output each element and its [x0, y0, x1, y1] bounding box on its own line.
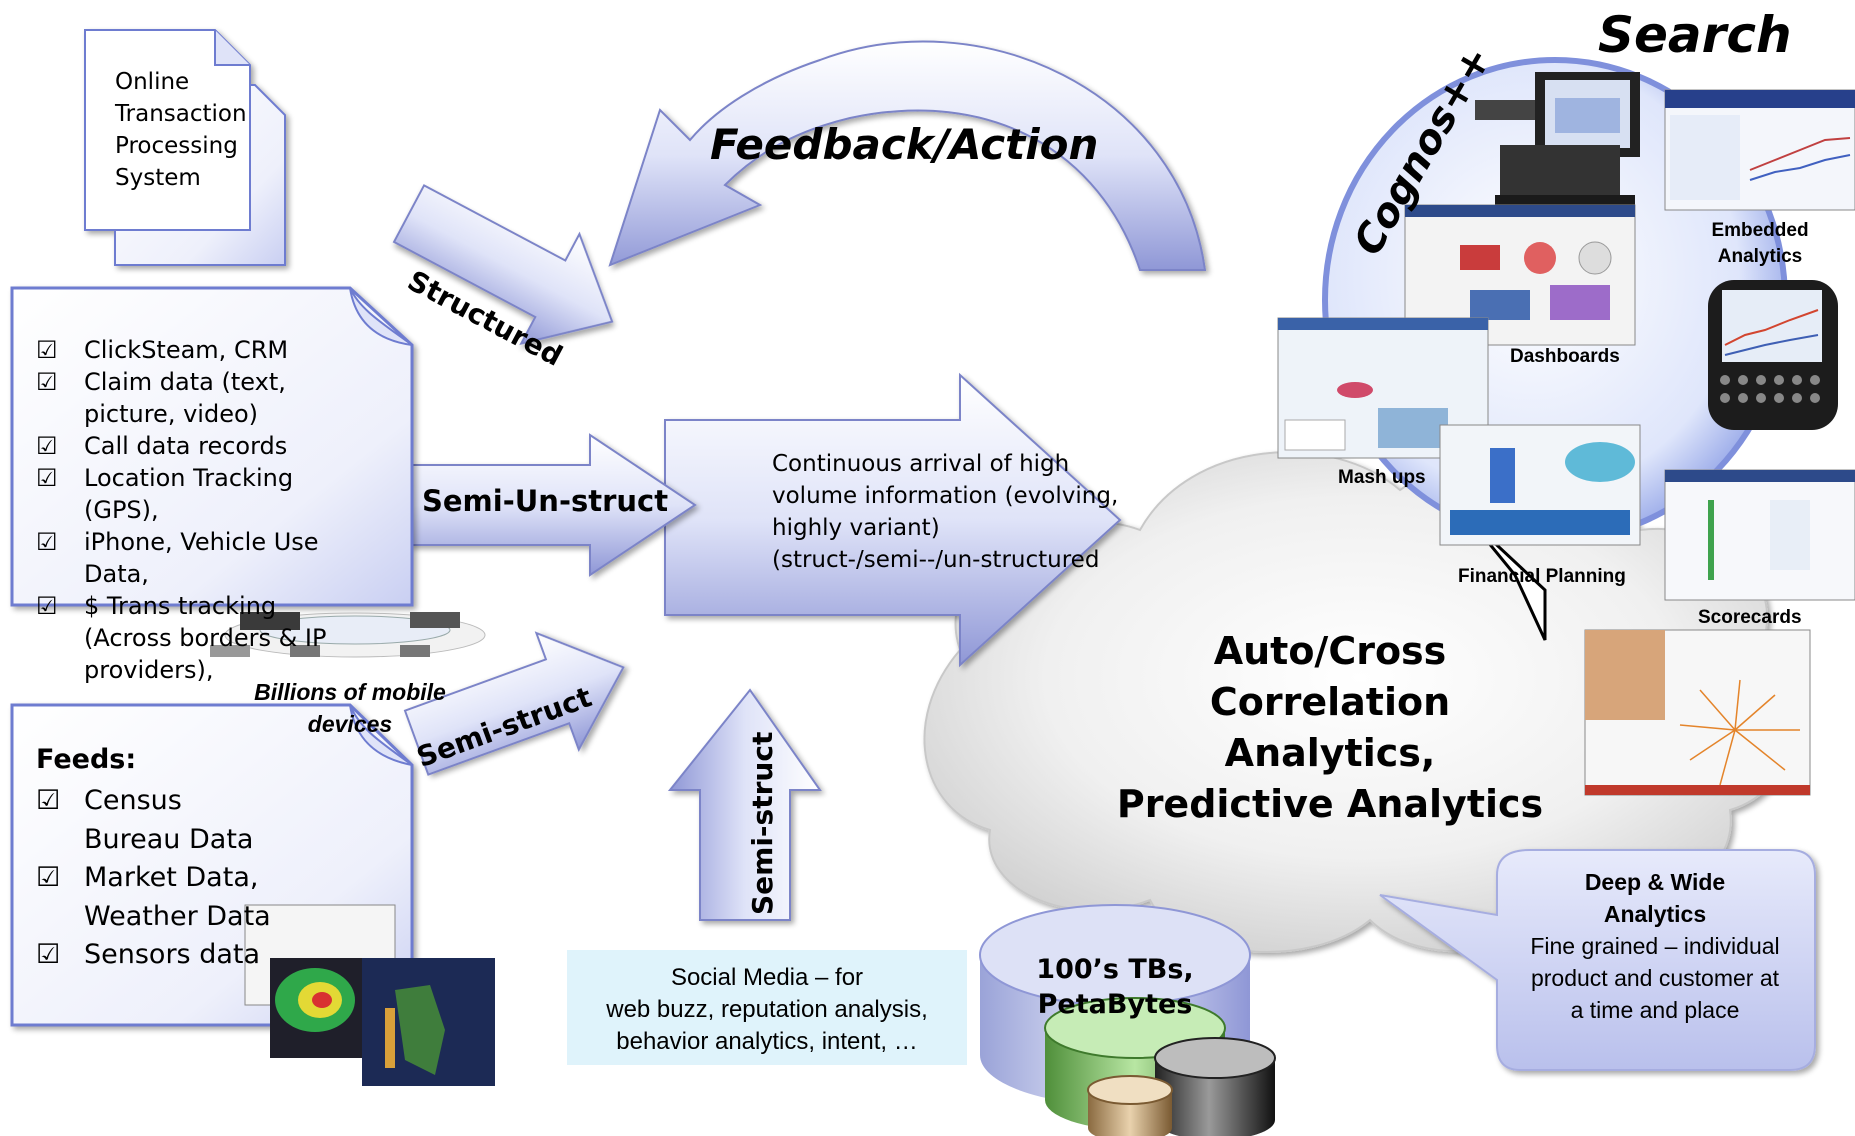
oltp-line: Online [115, 69, 190, 95]
semi-struct-left-arrow [403, 631, 625, 776]
feeds-checklist: Census Bureau Data Market Data, Weather … [36, 782, 281, 975]
storage-label: 100’s TBs, PetaBytes [1035, 952, 1195, 1022]
network-graph-image [1584, 629, 1811, 796]
source-item: iPhone, Vehicle Use Data, [36, 526, 366, 590]
stream-line: highly variant) [772, 515, 940, 541]
semi-struct-bottom-label: Semi-struct [746, 731, 779, 915]
cloud-line: Predictive Analytics [1116, 782, 1544, 826]
mobile-devices-caption: Billions of mobile devices [254, 679, 446, 737]
stream-line: Continuous arrival of high [772, 451, 1070, 477]
semi-un-struct-label: Semi-Un-struct [422, 484, 669, 518]
source-item: Location Tracking (GPS), [36, 462, 366, 526]
oltp-line: Processing [115, 133, 238, 159]
source-item: ClickSteam, CRM [36, 334, 366, 366]
semi-struct-bottom-arrow [667, 688, 822, 921]
social-media-box [567, 950, 967, 1065]
stream-arrow [664, 372, 1122, 668]
semi-un-struct-arrow [409, 433, 697, 577]
storage-line: PetaBytes [1037, 989, 1193, 1020]
financial-planning-image [1439, 424, 1641, 546]
deep-wide-text: Deep & Wide Analytics Fine grained – ind… [1500, 866, 1810, 1026]
feeds-title: Feeds: [36, 744, 137, 775]
embedded-line: Embedded [1711, 220, 1809, 241]
storage-line: 100’s TBs, [1036, 954, 1194, 985]
social-media-text: Social Media – for web buzz, reputation … [567, 962, 967, 1058]
oltp-label: Online Transaction Processing System [115, 66, 247, 194]
feed-item: Sensors data [36, 936, 281, 975]
feedback-arrow [608, 40, 1207, 271]
cloud-analytics-text: Auto/Cross Correlation Analytics, Predic… [1110, 626, 1550, 830]
stream-description: Continuous arrival of high volume inform… [772, 448, 1118, 576]
deep-body-line: product and customer at [1530, 965, 1780, 991]
deep-title-line: Analytics [1603, 901, 1707, 927]
cloud-line: Correlation [1209, 680, 1451, 724]
sources-checklist: ClickSteam, CRM Claim data (text, pictur… [36, 334, 366, 686]
weather-map-image [244, 904, 495, 1086]
embedded-line: Analytics [1717, 246, 1803, 267]
scorecard-image [1664, 469, 1855, 601]
source-item: Call data records [36, 430, 366, 462]
oltp-line: Transaction [115, 101, 247, 127]
stream-line: (struct-/semi--/un-structured [772, 547, 1100, 573]
source-item: Claim data (text, picture, video) [36, 366, 366, 430]
oltp-document [84, 29, 286, 266]
feed-item: Market Data, Weather Data [36, 859, 281, 936]
scorecards-label: Scorecards [1698, 607, 1802, 628]
social-line: Social Media – for [670, 964, 864, 991]
deep-title-line: Deep & Wide [1584, 869, 1726, 895]
cloud-line: Analytics, [1224, 731, 1436, 775]
search-label: Search [1598, 6, 1792, 64]
deep-body-line: a time and place [1570, 997, 1740, 1023]
stream-line: volume information (evolving, [772, 483, 1119, 509]
feed-item: Census Bureau Data [36, 782, 281, 859]
mashups-label: Mash ups [1338, 467, 1426, 488]
deep-wide-callout [1379, 849, 1816, 1071]
embedded-analytics-label: Embedded Analytics [1690, 218, 1830, 270]
oltp-line: System [115, 165, 201, 191]
social-line: web buzz, reputation analysis, [606, 996, 928, 1023]
financial-planning-label: Financial Planning [1458, 566, 1626, 587]
source-item: $ Trans tracking (Across borders & IP pr… [36, 590, 366, 686]
cognos-portal-image [1664, 89, 1855, 211]
dashboard-image [1404, 204, 1636, 346]
deep-body-line: Fine grained – individual [1530, 933, 1780, 959]
structured-arrow [392, 184, 614, 346]
storage-cylinders [979, 904, 1276, 1136]
cloud-line: Auto/Cross [1213, 629, 1447, 673]
dashboards-label: Dashboards [1510, 346, 1620, 367]
social-line: behavior analytics, intent, … [616, 1028, 918, 1055]
feedback-label: Feedback/Action [710, 120, 1099, 169]
blackberry-image [1708, 280, 1838, 430]
